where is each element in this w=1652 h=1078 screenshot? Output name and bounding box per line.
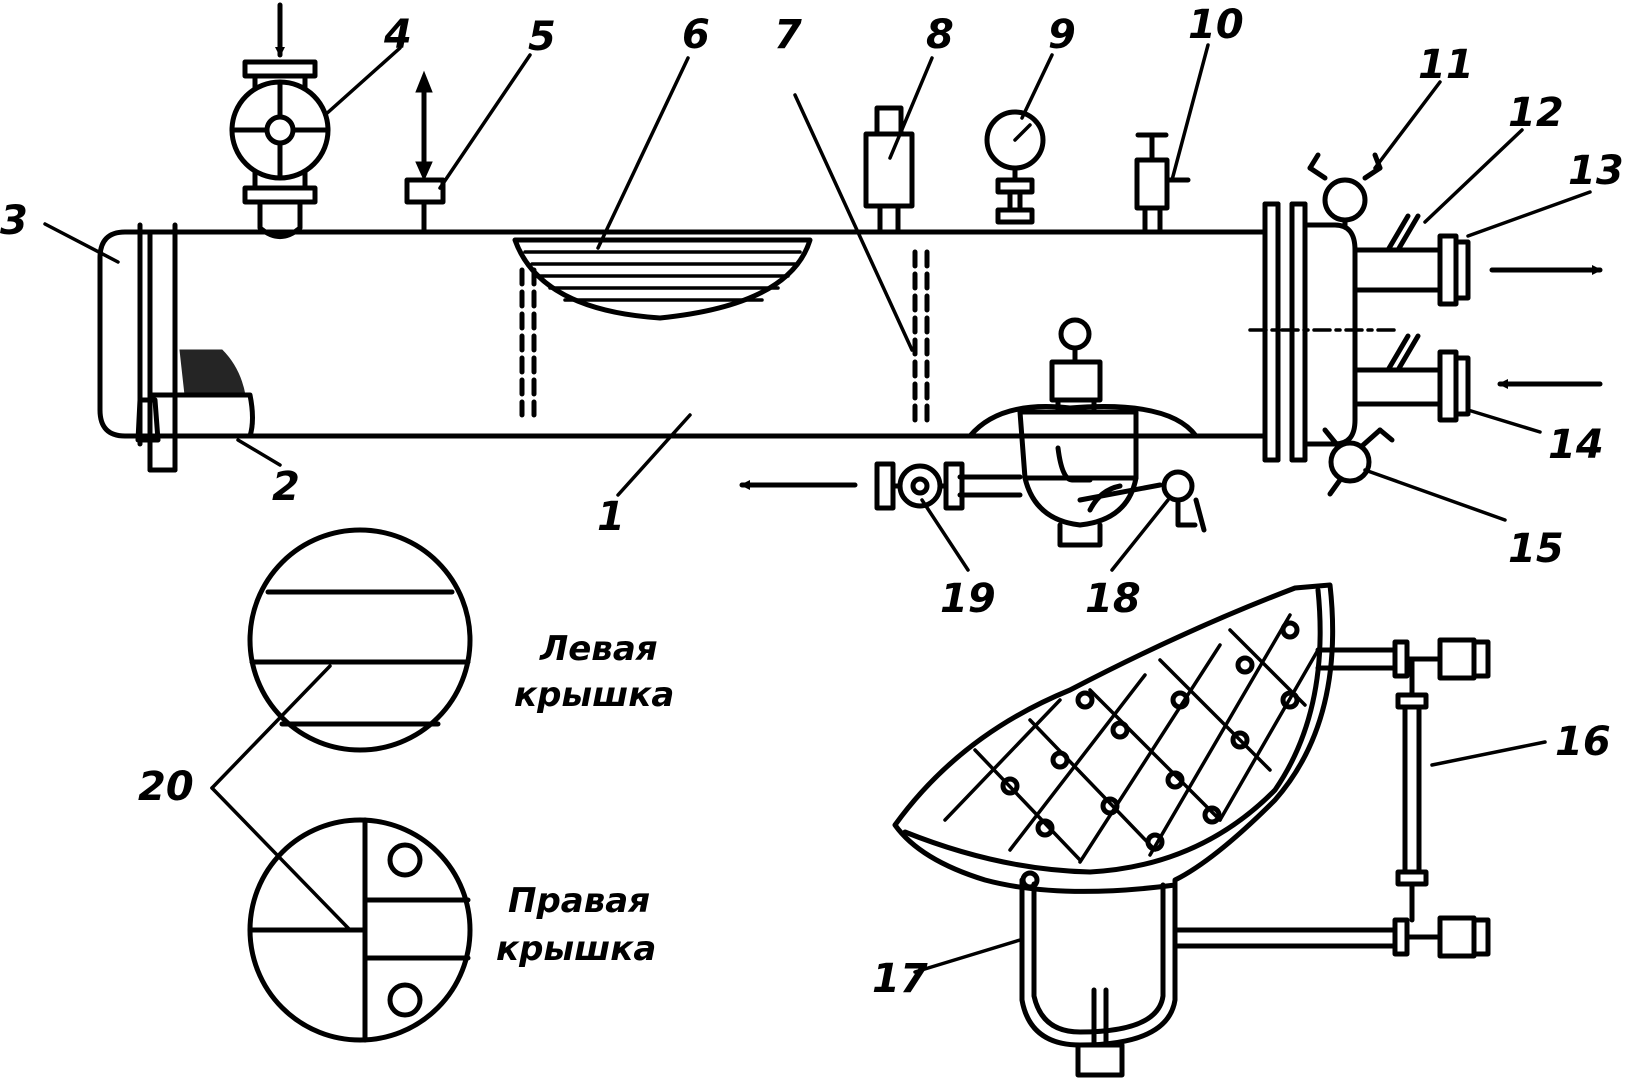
label-18: 18 (1085, 576, 1141, 622)
baffle (912, 249, 930, 423)
inlet-nozzle (1352, 333, 1603, 423)
label-6: 6 (682, 12, 710, 58)
safety-valve (863, 105, 915, 235)
label-5: 5 (528, 14, 556, 60)
label-19: 19 (940, 576, 996, 622)
right-cover (1248, 222, 1402, 447)
label-20: 20 (138, 764, 194, 810)
label-10: 10 (1188, 2, 1244, 48)
label-15: 15 (1508, 526, 1564, 572)
left-cover-diagram (247, 527, 473, 753)
air-vent (404, 70, 446, 235)
drain-fitting (135, 349, 255, 473)
label-14: 14 (1548, 422, 1604, 468)
label-2: 2 (272, 464, 300, 510)
label-11: 11 (1418, 42, 1474, 88)
label-8: 8 (926, 12, 954, 58)
label-3: 3 (0, 198, 28, 244)
label-7: 7 (774, 12, 802, 58)
right-cover-caption-line1: Правая (508, 881, 650, 921)
label-17: 17 (872, 956, 928, 1002)
tube-lattice (943, 613, 1320, 890)
tube-nest-detail (892, 582, 1336, 1078)
vessel-shell (147, 222, 1268, 447)
tube-bundle-section (512, 237, 813, 418)
discharge-valve (739, 461, 1023, 511)
left-cover-caption-line1: Левая (539, 629, 658, 669)
level-gauge (1172, 637, 1491, 959)
vent-valve (1307, 152, 1383, 229)
label-13: 13 (1568, 148, 1624, 194)
right-cover-caption-line2: крышка (496, 929, 656, 969)
right-cover-diagram (247, 817, 473, 1043)
pressure-gauge (984, 109, 1046, 225)
outlet-nozzle (1352, 213, 1603, 307)
label-16: 16 (1555, 719, 1611, 765)
label-20-leaders (210, 664, 352, 932)
right-flange (1262, 201, 1308, 463)
label-12: 12 (1508, 90, 1564, 136)
left-cover-caption-line2: крышка (514, 675, 674, 715)
label-4: 4 (383, 12, 412, 58)
label-1: 1 (597, 494, 625, 540)
label-9: 9 (1048, 12, 1076, 58)
inlet-valve (229, 2, 331, 239)
condensate-trap (967, 317, 1207, 548)
leader-lines (43, 43, 1592, 974)
drain-valve (1322, 427, 1395, 497)
